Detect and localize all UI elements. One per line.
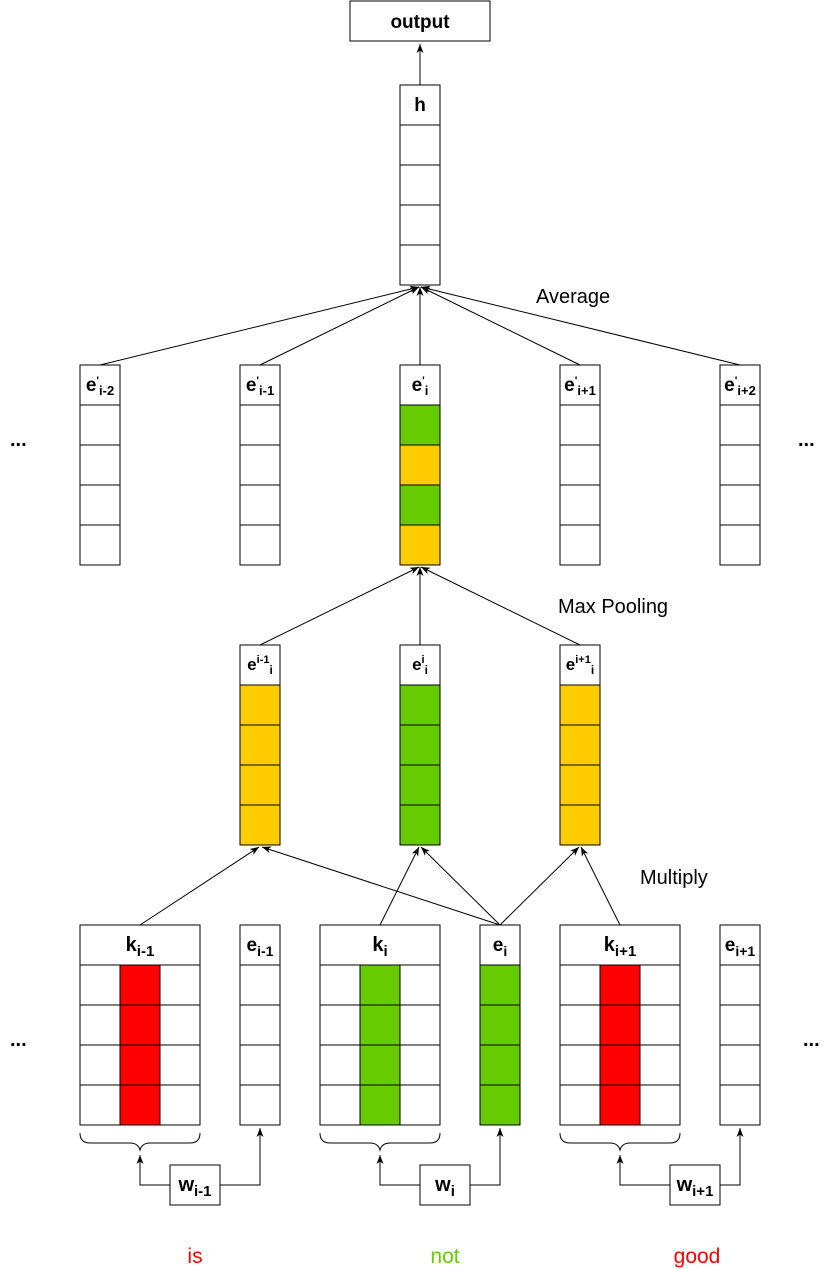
multiply-label: Multiply	[640, 867, 708, 889]
ellipsis-right-top: ...	[798, 429, 815, 451]
product-label-1: eii	[412, 654, 428, 677]
pooled-vector-i+2	[719, 364, 761, 566]
hidden-vector	[399, 84, 441, 286]
multiply-edges	[139, 846, 621, 926]
kernel-label-i-1: ki-1	[126, 934, 155, 960]
word-box-i+1	[669, 1164, 721, 1206]
product-vector-0	[239, 644, 281, 846]
word-label-i: wi	[434, 1174, 455, 1200]
kernel-matrix-i+1	[559, 924, 681, 1126]
output-box	[349, 0, 491, 42]
ellipsis-left-bottom: ...	[10, 1029, 27, 1051]
pooled-label-i+1: e'i+1	[564, 375, 596, 398]
kernel-label-i+1: ki+1	[604, 934, 636, 960]
kernel-matrix-i	[319, 924, 441, 1126]
product-vector-1	[399, 644, 441, 846]
pooled-label-i-2: e'i-2	[86, 375, 114, 398]
pooled-vector-i-2	[79, 364, 121, 566]
ellipsis-right-bottom: ...	[803, 1029, 820, 1051]
embedding-vector-i	[479, 924, 521, 1126]
word-label-i+1: wi+1	[676, 1174, 714, 1200]
kernel-label-i: ki	[372, 934, 387, 960]
token-is: is	[187, 1245, 202, 1268]
product-row: ei-1i eii ei+1i	[239, 644, 601, 846]
token-not: not	[430, 1245, 459, 1268]
token-good: good	[674, 1245, 721, 1268]
pooled-vector-i	[399, 364, 441, 566]
average-edges	[99, 285, 741, 366]
pooled-vector-i+1	[559, 364, 601, 566]
embedding-label-i: ei	[493, 935, 507, 959]
embedding-label-i+1: ei+1	[725, 935, 756, 959]
average-label: Average	[536, 286, 610, 308]
word-label-i-1: wi-1	[177, 1174, 211, 1200]
ellipsis-left-top: ...	[10, 429, 27, 451]
embedding-label-i-1: ei-1	[247, 935, 274, 959]
pooled-label-i-1: e'i-1	[246, 375, 274, 398]
kernel-matrix-i-1	[79, 924, 201, 1126]
output-label: output	[390, 12, 450, 33]
embedding-vector-i+1	[719, 924, 761, 1126]
pooled-label-i: e'i	[412, 375, 429, 398]
max-pooling-label: Max Pooling	[558, 596, 668, 618]
word-box-i-1	[169, 1164, 221, 1206]
word-connectors	[136, 1128, 744, 1186]
pooled-vector-i-1	[239, 364, 281, 566]
pooled-label-i+2: e'i+2	[724, 375, 756, 398]
token-row: is not good	[187, 1245, 720, 1268]
pooled-row: e'i-2 e'i-1 e'i e'i+1 e'i+2	[79, 364, 761, 566]
product-label-0: ei-1i	[247, 654, 273, 677]
bottom-row: ki-1 ki ki+1 ei-1 ei ei+1	[79, 924, 761, 1126]
product-label-2: ei+1i	[566, 654, 594, 677]
embedding-vector-i-1	[239, 924, 281, 1126]
hidden-label: h	[414, 95, 426, 116]
kernel-braces	[79, 1132, 681, 1152]
max-pooling-edges	[259, 566, 581, 646]
word-row: wi-1 wi wi+1	[169, 1164, 721, 1206]
product-vector-2	[559, 644, 601, 846]
